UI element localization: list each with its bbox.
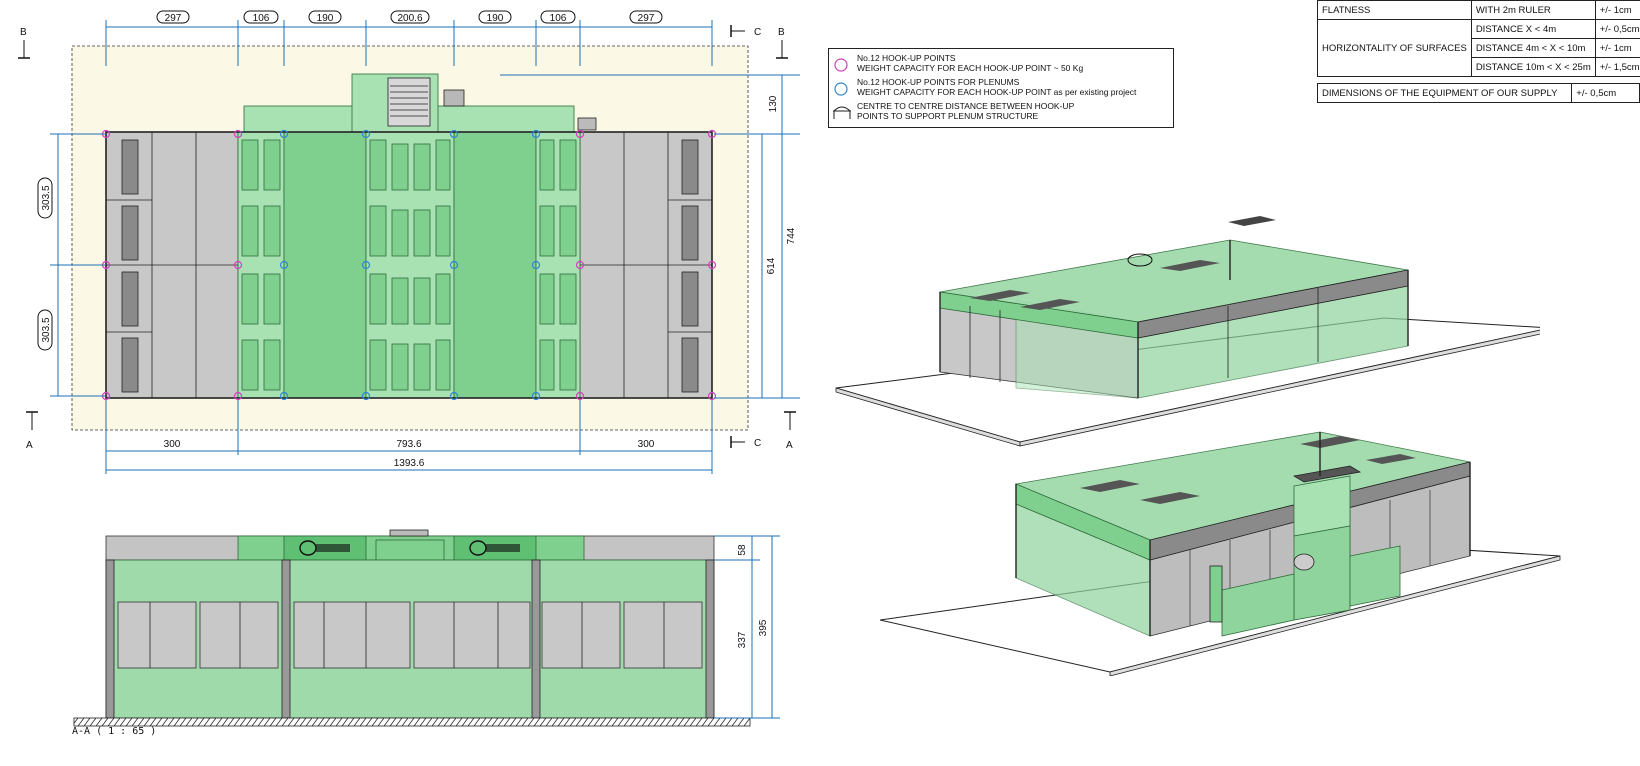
dim-elev-top: 58 [737, 544, 748, 556]
horizontality-condition: DISTANCE 10m < X < 25m [1470, 57, 1596, 77]
dim-bottom-right: 300 [638, 439, 655, 450]
dim-elev-inner: 337 [737, 631, 748, 648]
section-caption: A-A ( 1 : 65 ) [72, 726, 157, 737]
section-markers: B A C B C A [18, 25, 796, 451]
dim-bottom-total: 1393.6 [394, 458, 425, 469]
dim-top-5: 106 [550, 13, 567, 24]
legend-item2-line2: WEIGHT CAPACITY FOR EACH HOOK-UP POINT a… [857, 87, 1137, 97]
horizontality-value: +/- 1cm [1594, 38, 1640, 58]
ground-hatch [73, 717, 751, 727]
legend-item2-line1: No.12 HOOK-UP POINTS FOR PLENUMS [857, 77, 1020, 87]
dim-left-0: 303.5 [41, 185, 52, 210]
air-unit-front [375, 539, 445, 561]
isometric-view-front [835, 216, 1540, 447]
horizontality-value: +/- 0,5cm [1594, 19, 1640, 39]
bottom-dimension-lines: 300 793.6 300 1393.6 [105, 400, 713, 474]
flatness-condition: WITH 2m RULER [1470, 0, 1596, 20]
legend-item3-line2: POINTS TO SUPPORT PLENUM STRUCTURE [857, 111, 1039, 121]
left-dimension-line: 303.5 303.5 [37, 133, 106, 397]
section-b-right: B [778, 27, 785, 38]
dim-right-inner: 614 [766, 257, 777, 274]
elevation-view: 58 337 395 [73, 529, 780, 727]
hook-up-legend: No.12 HOOK-UP POINTS WEIGHT CAPACITY FOR… [828, 48, 1174, 128]
dim-top-4: 190 [487, 13, 504, 24]
post-mid-right [531, 559, 541, 719]
section-c-bottom: C [754, 438, 761, 449]
legend-item1-line1: No.12 HOOK-UP POINTS [857, 53, 956, 63]
flatness-label: FLATNESS [1317, 0, 1472, 20]
plan-view: 297 106 190 200.6 190 106 297 300 793.6 … [18, 10, 800, 474]
top-dimension-line: 297 106 190 200.6 190 106 297 [105, 10, 713, 66]
blue-circle-icon [834, 82, 848, 96]
blue-hook-points [279, 129, 541, 401]
dim-top-3: 200.6 [397, 13, 422, 24]
right-grey-slots [580, 132, 712, 398]
filter-slots [241, 139, 577, 391]
left-open-green [283, 131, 367, 399]
duct-stub [577, 117, 597, 131]
iso1-logo-icon [1127, 253, 1153, 267]
dim-top-6: 297 [638, 13, 655, 24]
iso2-roof-grilles [1080, 436, 1416, 504]
left-grey-slots [106, 132, 238, 398]
post-right [705, 559, 715, 719]
dimensions-value: +/- 0,5cm [1571, 83, 1640, 103]
dim-bottom-left: 300 [164, 439, 181, 450]
horizontality-condition: DISTANCE X < 4m [1470, 19, 1596, 39]
iso2-filter-boxes [1221, 545, 1401, 637]
post-mid-left [281, 559, 291, 719]
section-a-right: A [786, 440, 793, 451]
iso1-roof-grilles [970, 216, 1276, 310]
motor [443, 89, 465, 107]
elevation-dimensions: 58 337 395 [714, 535, 780, 719]
iso1-door-frames [969, 288, 1319, 382]
iso2-posts [1015, 432, 1471, 636]
dim-elev-outer: 395 [758, 619, 769, 636]
post-left [105, 559, 115, 719]
horizontality-condition: DISTANCE 4m < X < 10m [1470, 38, 1596, 58]
centre-distance-icon [833, 106, 851, 119]
horizontality-label: HORIZONTALITY OF SURFACES [1317, 19, 1472, 77]
dim-left-1: 303.5 [41, 317, 52, 342]
dim-top-0: 297 [165, 13, 182, 24]
fan-grille [387, 77, 431, 127]
iso1-posts [939, 240, 1409, 398]
fan-grille-lines [390, 85, 428, 117]
right-dimension-lines: 130 614 744 [500, 74, 800, 399]
section-b-left: B [20, 27, 27, 38]
dim-bottom-middle: 793.6 [396, 439, 421, 450]
tolerance-table: FLATNESS WITH 2m RULER +/- 1cm HORIZONTA… [1317, 0, 1640, 77]
dimensions-table: DIMENSIONS OF THE EQUIPMENT OF OUR SUPPL… [1316, 83, 1640, 103]
legend-item1-line2: WEIGHT CAPACITY FOR EACH HOOK-UP POINT ~… [857, 63, 1084, 73]
legend-item3-line1: CENTRE TO CENTRE DISTANCE BETWEEN HOOK-U… [857, 101, 1075, 111]
logo-icon [299, 540, 520, 556]
grey-wall-panels [117, 601, 703, 669]
isometric-view-rear [880, 431, 1561, 676]
right-open-green [453, 131, 537, 399]
dim-top-1: 106 [253, 13, 270, 24]
dimensions-label: DIMENSIONS OF THE EQUIPMENT OF OUR SUPPL… [1316, 83, 1573, 103]
section-c-top: C [754, 27, 761, 38]
iso2-control-panel [1209, 565, 1223, 623]
iso2-air-unit [1293, 475, 1351, 537]
horizontality-value: +/- 1,5cm [1594, 57, 1640, 77]
magenta-circle-icon [834, 58, 848, 72]
section-a-left: A [26, 440, 33, 451]
dim-right-top: 130 [768, 95, 779, 112]
flatness-value: +/- 1cm [1594, 0, 1640, 20]
iso2-air-unit-grille [1292, 465, 1362, 483]
dim-right-outer: 744 [786, 227, 797, 244]
dim-top-2: 190 [317, 13, 334, 24]
iso2-fan-motor [1293, 553, 1315, 571]
air-unit-top [389, 529, 429, 537]
